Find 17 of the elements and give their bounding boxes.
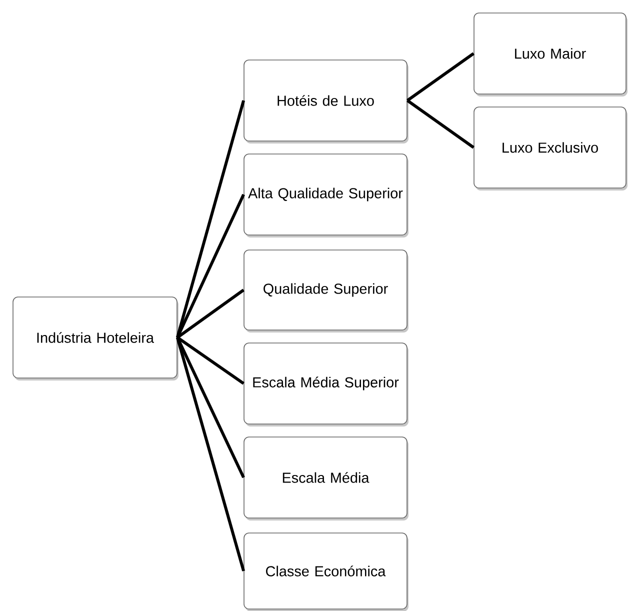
category-box: Escala Média Superior — [244, 342, 408, 426]
connector-line — [176, 336, 245, 478]
connector-line — [176, 194, 245, 338]
category-box: Qualidade Superior — [244, 250, 408, 332]
connector-line — [176, 337, 246, 572]
category-box: Alta Qualidade Superior — [244, 154, 408, 238]
connector-line — [176, 336, 244, 385]
category-box: Classe Económica — [244, 532, 408, 611]
category-box: Luxo Exclusivo — [474, 106, 628, 190]
category-box: Escala Média — [244, 436, 408, 520]
category-box: Luxo Maior — [474, 12, 628, 96]
connector-line — [406, 99, 474, 149]
category-box: Indústria Hoteleira — [12, 296, 178, 380]
category-box: Hotéis de Luxo — [244, 60, 408, 144]
connector-line — [176, 100, 246, 338]
connector-line — [176, 288, 244, 339]
connector-line — [406, 52, 474, 102]
